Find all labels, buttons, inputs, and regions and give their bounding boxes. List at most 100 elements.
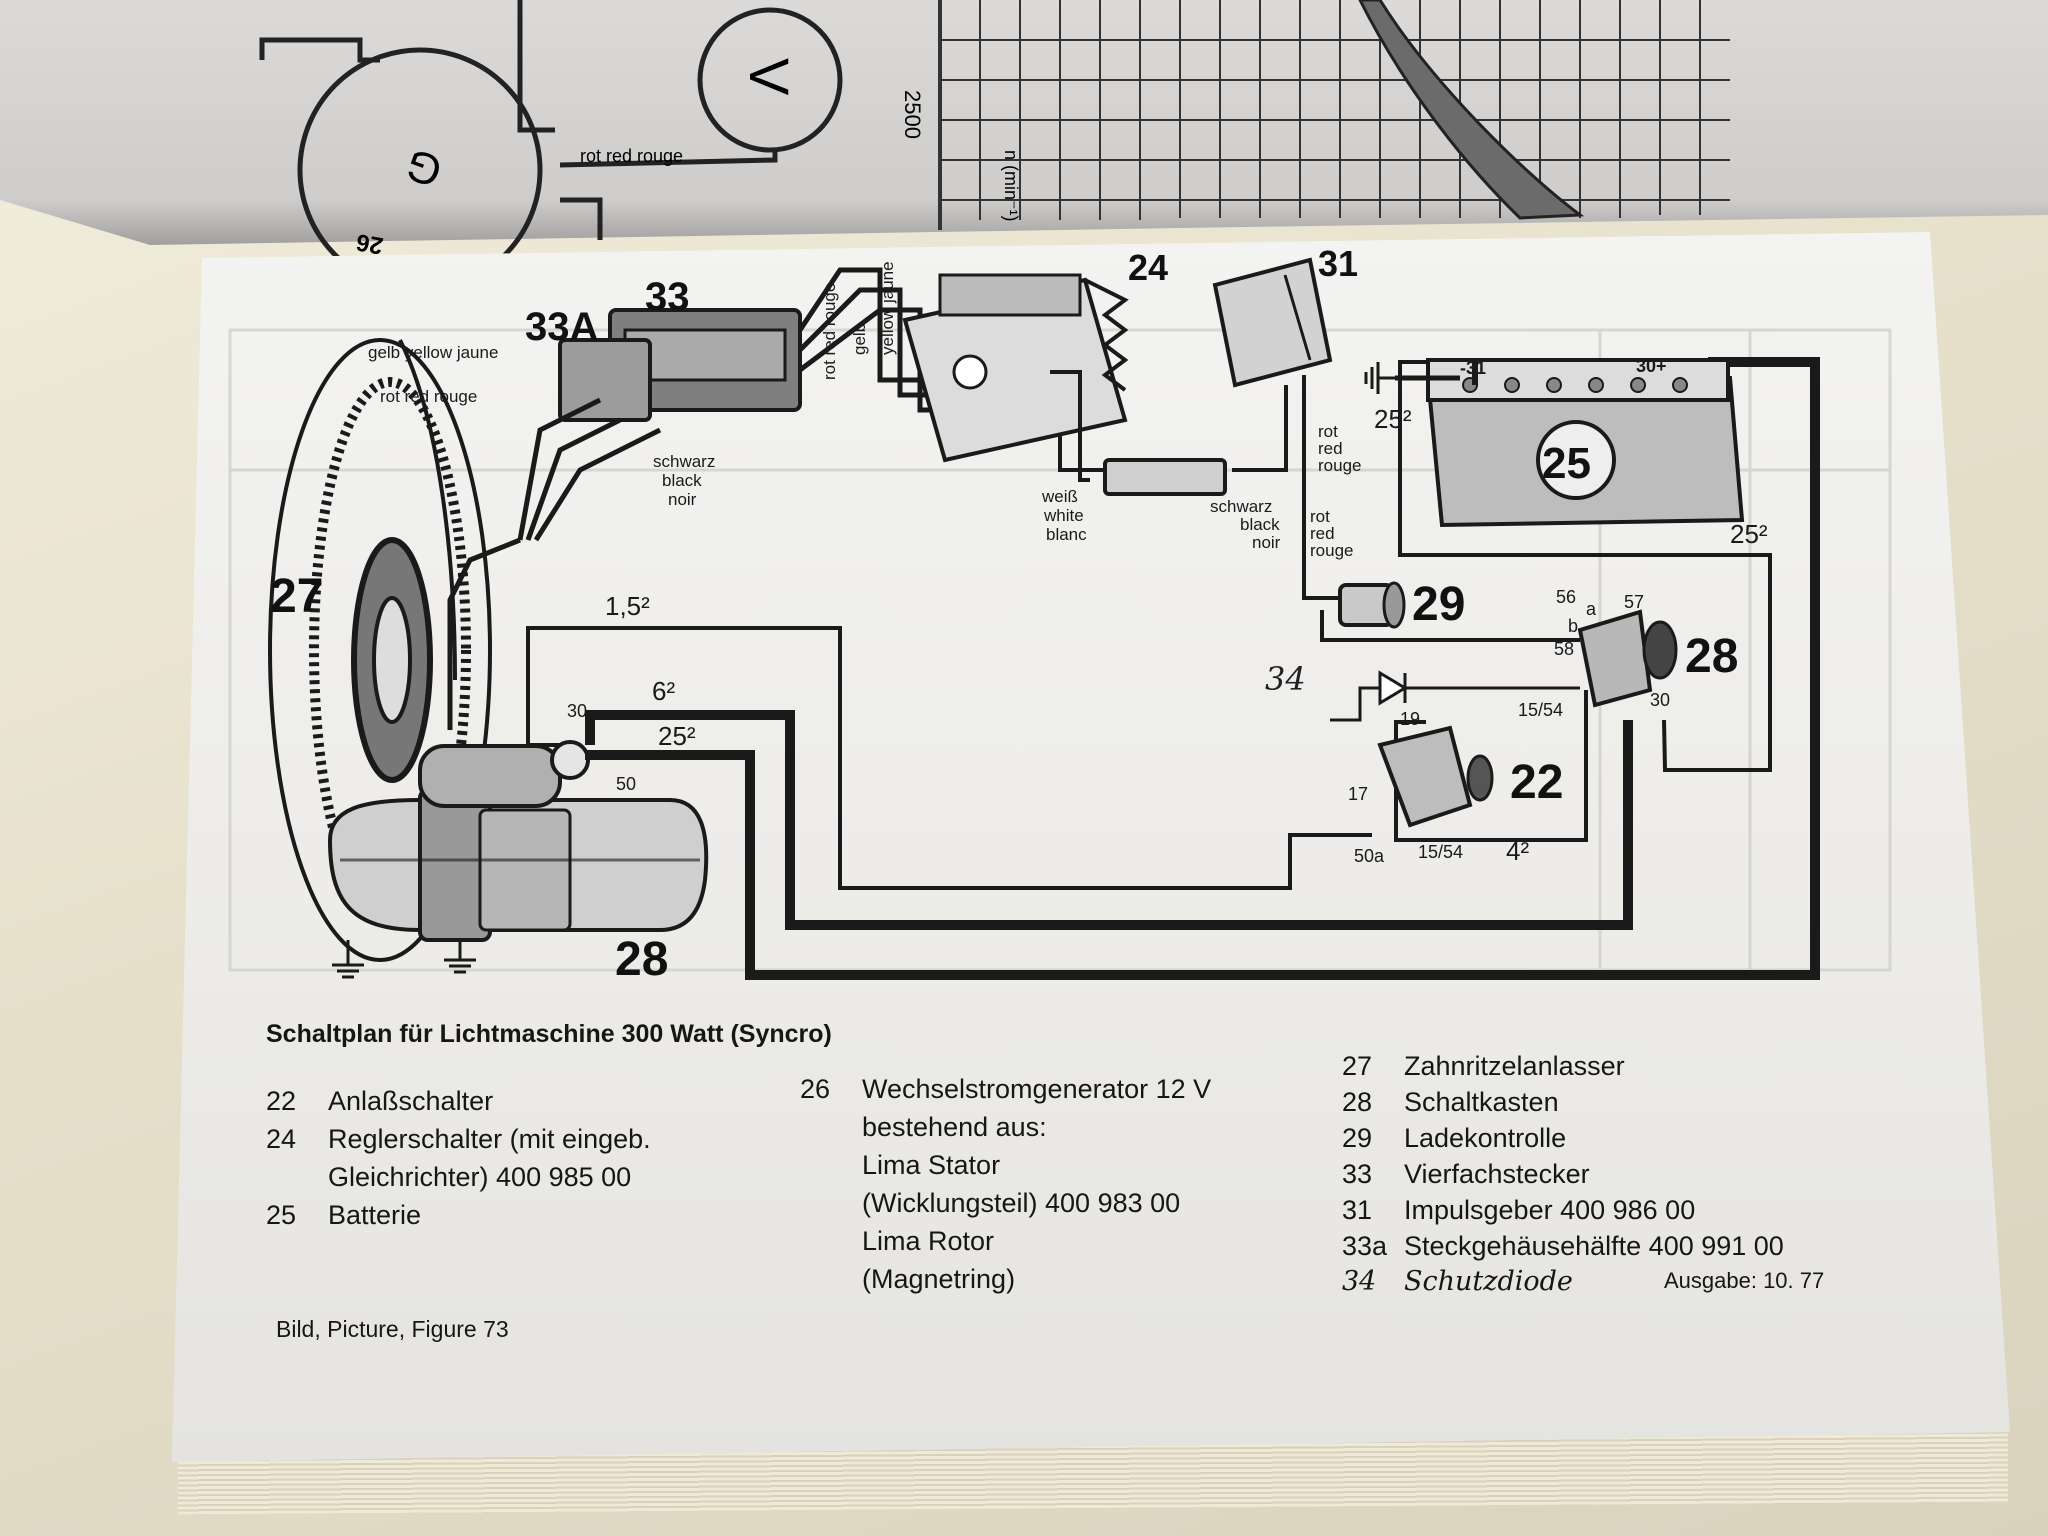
legend-column-2: 26 Wechselstromgenerator 12 V bestehend a… <box>800 1070 1211 1298</box>
terminal-17: 17 <box>1348 784 1368 804</box>
terminal-58: 58 <box>1554 639 1574 659</box>
legend-item-26: 26 Wechselstromgenerator 12 V <box>800 1070 1211 1108</box>
component-label-33a: 33A <box>525 305 598 349</box>
terminal-50-starter: 50 <box>616 774 636 794</box>
legend-column-1: 22 Anlaßschalter 24 Reglerschalter (mit ei… <box>266 1082 651 1234</box>
voltmeter-symbol <box>697 7 843 153</box>
terminal-15-54-switchbox: 15/54 <box>1518 700 1563 720</box>
legend-num: 27 <box>1342 1051 1373 1081</box>
wire-label-white-2: white <box>1043 506 1084 525</box>
legend-column-3: 27 Zahnritzelanlasser 28 Schaltkasten 29 La… <box>1342 1048 1784 1300</box>
legend-text-cont: Gleichrichter) 400 985 00 <box>328 1162 632 1192</box>
component-label-28: 28 <box>1685 630 1738 683</box>
figure-caption: Bild, Picture, Figure 73 <box>276 1316 509 1342</box>
wire-label-yellow: gelb yellow jaune <box>368 343 498 362</box>
wire-label-red2-3: rouge <box>1318 456 1361 475</box>
legend-text: Schutzdiode <box>1404 1266 1573 1297</box>
impulse-generator-31 <box>1212 257 1333 388</box>
component-label-33: 33 <box>645 275 690 319</box>
legend-text: Impulsgeber 400 986 00 <box>1404 1195 1696 1225</box>
terminal-b: b <box>1568 616 1578 636</box>
terminal-50a: 50a <box>1354 846 1385 866</box>
legend-num: 31 <box>1342 1195 1373 1225</box>
harness-wires <box>447 267 960 730</box>
component-label-31: 31 <box>1318 243 1358 284</box>
switch-box-28 <box>1577 609 1678 708</box>
prev-rpm-value: 2500 <box>900 90 925 139</box>
terminal-57: 57 <box>1624 592 1644 612</box>
legend-text-cont: (Wicklungsteil) 400 983 00 <box>862 1188 1181 1218</box>
protection-diode-34 <box>1330 670 1580 722</box>
legend-text-cont: bestehend aus: <box>862 1112 1047 1142</box>
cross-section-25-starter: 25² <box>658 721 696 751</box>
legend-text-cont: Lima Stator <box>862 1150 1001 1180</box>
legend-item-33a: 33a Steckgehäusehälfte 400 991 00 <box>1342 1228 1784 1264</box>
cross-section-6: 6² <box>652 676 675 706</box>
component-label-29: 29 <box>1412 578 1465 631</box>
legend-text: Reglerschalter (mit eingeb. <box>328 1124 651 1154</box>
legend-num: 28 <box>1342 1087 1373 1117</box>
legend-text-cont: Lima Rotor <box>862 1226 995 1256</box>
legend-text: Vierfachstecker <box>1404 1159 1590 1189</box>
legend-text: Steckgehäusehälfte 400 991 00 <box>1404 1231 1784 1261</box>
cross-section-1-5: 1,5² <box>605 591 650 621</box>
prev-page-curve-band <box>1358 0 1585 220</box>
legend-item-24-cont: Gleichrichter) 400 985 00 <box>266 1158 651 1196</box>
legend-item-31: 31 Impulsgeber 400 986 00 <box>1342 1192 1784 1228</box>
flywheel-generator-26 <box>268 338 492 962</box>
battery-cables <box>585 357 1820 980</box>
legend-item-22: 22 Anlaßschalter <box>266 1082 651 1120</box>
connector-33 <box>558 308 802 422</box>
legend-text: Schaltkasten <box>1404 1087 1559 1117</box>
legend-item-24: 24 Reglerschalter (mit eingeb. <box>266 1120 651 1158</box>
edition-date: Ausgabe: 10. 77 <box>1664 1268 1825 1293</box>
legend-item-27: 27 Zahnritzelanlasser <box>1342 1048 1784 1084</box>
previous-page-drawing: G V rot red rouge 2500 n (min⁻¹) 26 <box>259 0 1730 260</box>
prev-axis-label: n (min⁻¹) <box>1001 150 1021 222</box>
battery-25 <box>1425 358 1745 528</box>
wire-label-black-1: schwarz <box>653 452 715 471</box>
wire-label-black2-1: schwarz <box>1210 497 1272 516</box>
legend-num: 33a <box>1342 1231 1388 1261</box>
component-label-26: 27 <box>270 570 323 623</box>
ground-symbols <box>332 940 476 979</box>
inline-connector <box>1103 458 1227 496</box>
legend-text: Zahnritzelanlasser <box>1404 1051 1625 1081</box>
voltmeter-letter: V <box>738 58 801 96</box>
wire-label-black2-2: black <box>1240 515 1280 534</box>
terminal-30-switchbox: 30 <box>1650 690 1670 710</box>
terminal-31-battery: -31 <box>1460 358 1486 378</box>
legend-num: 26 <box>800 1074 831 1104</box>
legend-text: Batterie <box>328 1200 422 1230</box>
generator-symbol <box>297 47 543 260</box>
legend-num: 29 <box>1342 1123 1373 1153</box>
diagram-title: Schaltplan für Lichtmaschine 300 Watt (S… <box>266 1020 832 1048</box>
legend-num: 24 <box>266 1124 297 1154</box>
terminal-a: a <box>1586 599 1597 619</box>
legend-text: Anlaßschalter <box>328 1086 494 1116</box>
legend-num: 22 <box>266 1086 297 1116</box>
ignition-switch-22 <box>1377 725 1494 828</box>
component-label-22: 22 <box>1510 756 1563 809</box>
wire-label-red2-1: rot <box>1318 422 1338 441</box>
wire-label-red-vertical: rot red rouge <box>820 283 839 380</box>
legend-text-cont: (Magnetring) <box>862 1264 1016 1294</box>
legend-item-33: 33 Vierfachstecker <box>1342 1156 1784 1192</box>
terminal-30-starter: 30 <box>567 701 587 721</box>
prev-wire-label: rot red rouge <box>580 146 683 166</box>
wire-label-red2-2: red <box>1318 439 1343 458</box>
wire-label-white-3: blanc <box>1046 525 1087 544</box>
terminal-19: 19 <box>1400 709 1420 729</box>
wire-label-red: rot red rouge <box>380 387 477 406</box>
wire-label-black-3: noir <box>668 490 697 509</box>
cross-section-25-positive: 25² <box>1730 519 1768 549</box>
starter-motor-27 <box>327 740 709 942</box>
legend-num: 33 <box>1342 1159 1373 1189</box>
voltage-regulator-24 <box>902 273 1129 482</box>
terminal-56: 56 <box>1556 587 1576 607</box>
legend-text: Ladekontrolle <box>1404 1123 1567 1153</box>
legend-text: Wechselstromgenerator 12 V <box>862 1074 1212 1104</box>
cross-section-4: 4² <box>1506 836 1529 866</box>
